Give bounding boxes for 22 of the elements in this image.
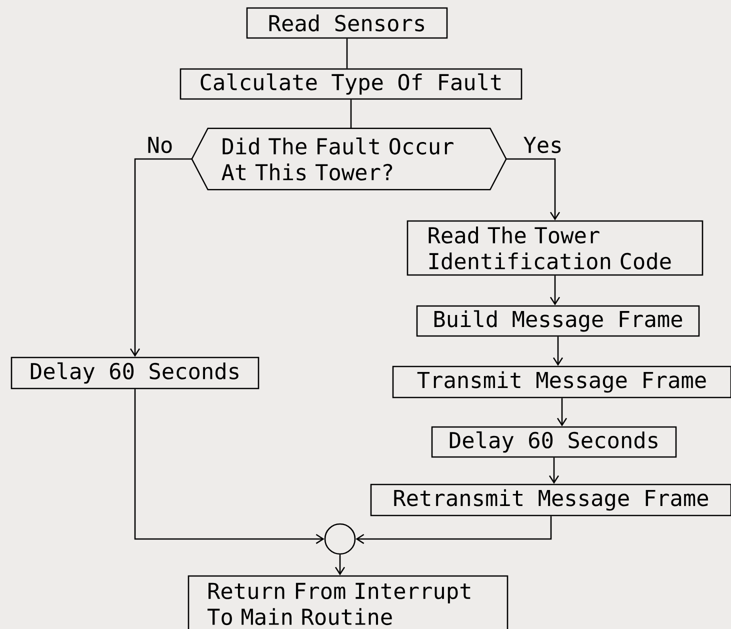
process-box: Calculate Type Of Fault: [180, 68, 522, 100]
process-box: Delay 60 Seconds: [10, 356, 260, 390]
process-box: Read Sensors: [246, 7, 448, 39]
process-box: Retransmit Message Frame: [370, 484, 731, 516]
arrow: [134, 389, 324, 544]
arrow: [548, 458, 560, 484]
edge-label: No: [146, 136, 174, 154]
process-box: Transmit Message Frame: [392, 366, 731, 398]
decision-hexagon: Did The Fault Occur At This Tower?: [191, 128, 507, 190]
process-box: Read The Tower Identification Code: [406, 220, 704, 276]
arrow: [130, 158, 192, 357]
arrow: [550, 276, 560, 306]
process-box: Build Message Frame: [416, 305, 700, 337]
arrow: [334, 554, 346, 576]
arrow: [552, 336, 564, 366]
process-box: Return From Interrupt To Main Routine: [188, 575, 508, 629]
edge-label: Yes: [522, 136, 564, 154]
junction-circle: [324, 523, 356, 555]
arrow: [356, 516, 552, 544]
process-box: Delay 60 Seconds: [431, 426, 677, 458]
arrow: [506, 158, 560, 220]
arrow: [556, 398, 568, 426]
